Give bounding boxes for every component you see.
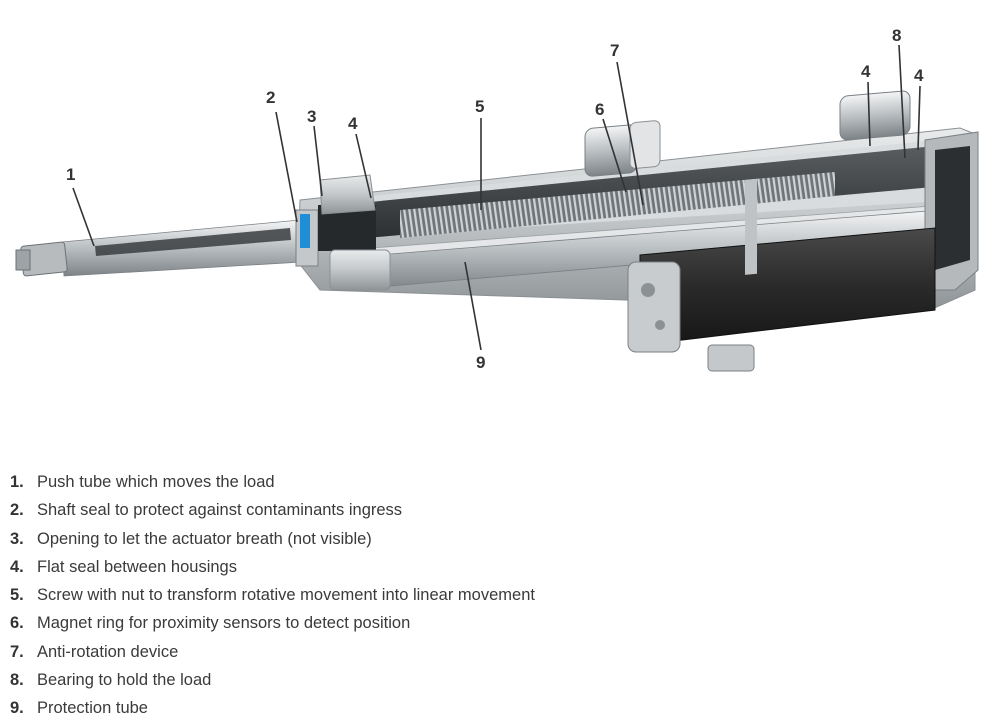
legend-item: 1. Push tube which moves the load [10, 468, 535, 496]
callout-9: 9 [476, 353, 485, 372]
legend-text: Screw with nut to transform rotative mov… [37, 586, 535, 605]
legend-text: Magnet ring for proximity sensors to det… [37, 614, 411, 633]
callout-6: 6 [595, 100, 604, 119]
callout-4-rear-left: 4 [861, 62, 871, 81]
callout-3: 3 [307, 107, 316, 126]
actuator-cutaway-illustration: 1 2 3 4 5 6 7 8 9 4 4 [15, 26, 979, 372]
legend-number: 5. [10, 586, 24, 605]
legend-number: 6. [10, 614, 24, 633]
legend-text: Flat seal between housings [37, 557, 237, 576]
motor [627, 178, 936, 372]
legend-number: 9. [10, 699, 24, 718]
legend-text: Push tube which moves the load [37, 473, 275, 491]
legend-number: 2. [10, 501, 24, 520]
legend-item: 3. Opening to let the actuator breath (no… [10, 525, 535, 553]
internal-rings [584, 90, 911, 177]
callout-2: 2 [266, 88, 275, 107]
callout-8: 8 [892, 26, 901, 45]
legend-number: 1. [10, 473, 24, 491]
rear-end-cap [924, 131, 979, 291]
legend-number: 8. [10, 671, 24, 690]
legend-item: 9. Protection tube [10, 694, 535, 722]
callout-1: 1 [66, 165, 75, 184]
legend-text: Shaft seal to protect against contaminan… [37, 501, 403, 520]
legend-item: 8. Bearing to hold the load [10, 666, 535, 694]
legend-item: 7. Anti-rotation device [10, 638, 535, 666]
front-flange [295, 174, 376, 267]
legend-text: Protection tube [37, 699, 148, 718]
legend-text: Bearing to hold the load [37, 671, 212, 690]
legend-number: 7. [10, 642, 24, 661]
lead-screw [400, 172, 835, 238]
legend-text: Anti-rotation device [37, 642, 179, 661]
callout-5: 5 [475, 97, 484, 116]
legend-number: 3. [10, 529, 24, 548]
push-tube [15, 219, 303, 277]
legend-item: 6. Magnet ring for proximity sensors to d… [10, 609, 535, 637]
callout-4-rear-right: 4 [914, 66, 924, 85]
legend-text: Opening to let the actuator breath (not … [37, 529, 372, 548]
legend-item: 2. Shaft seal to protect against contamin… [10, 496, 535, 524]
legend-number: 4. [10, 557, 24, 576]
callout-4-front: 4 [348, 114, 358, 133]
callout-7: 7 [610, 41, 619, 60]
legend-item: 5. Screw with nut to transform rotative m… [10, 581, 535, 609]
legend-item: 4. Flat seal between housings [10, 553, 535, 581]
parts-legend: 1. Push tube which moves the load 2. Shaft… [10, 468, 535, 723]
leader-lines [72, 44, 921, 351]
